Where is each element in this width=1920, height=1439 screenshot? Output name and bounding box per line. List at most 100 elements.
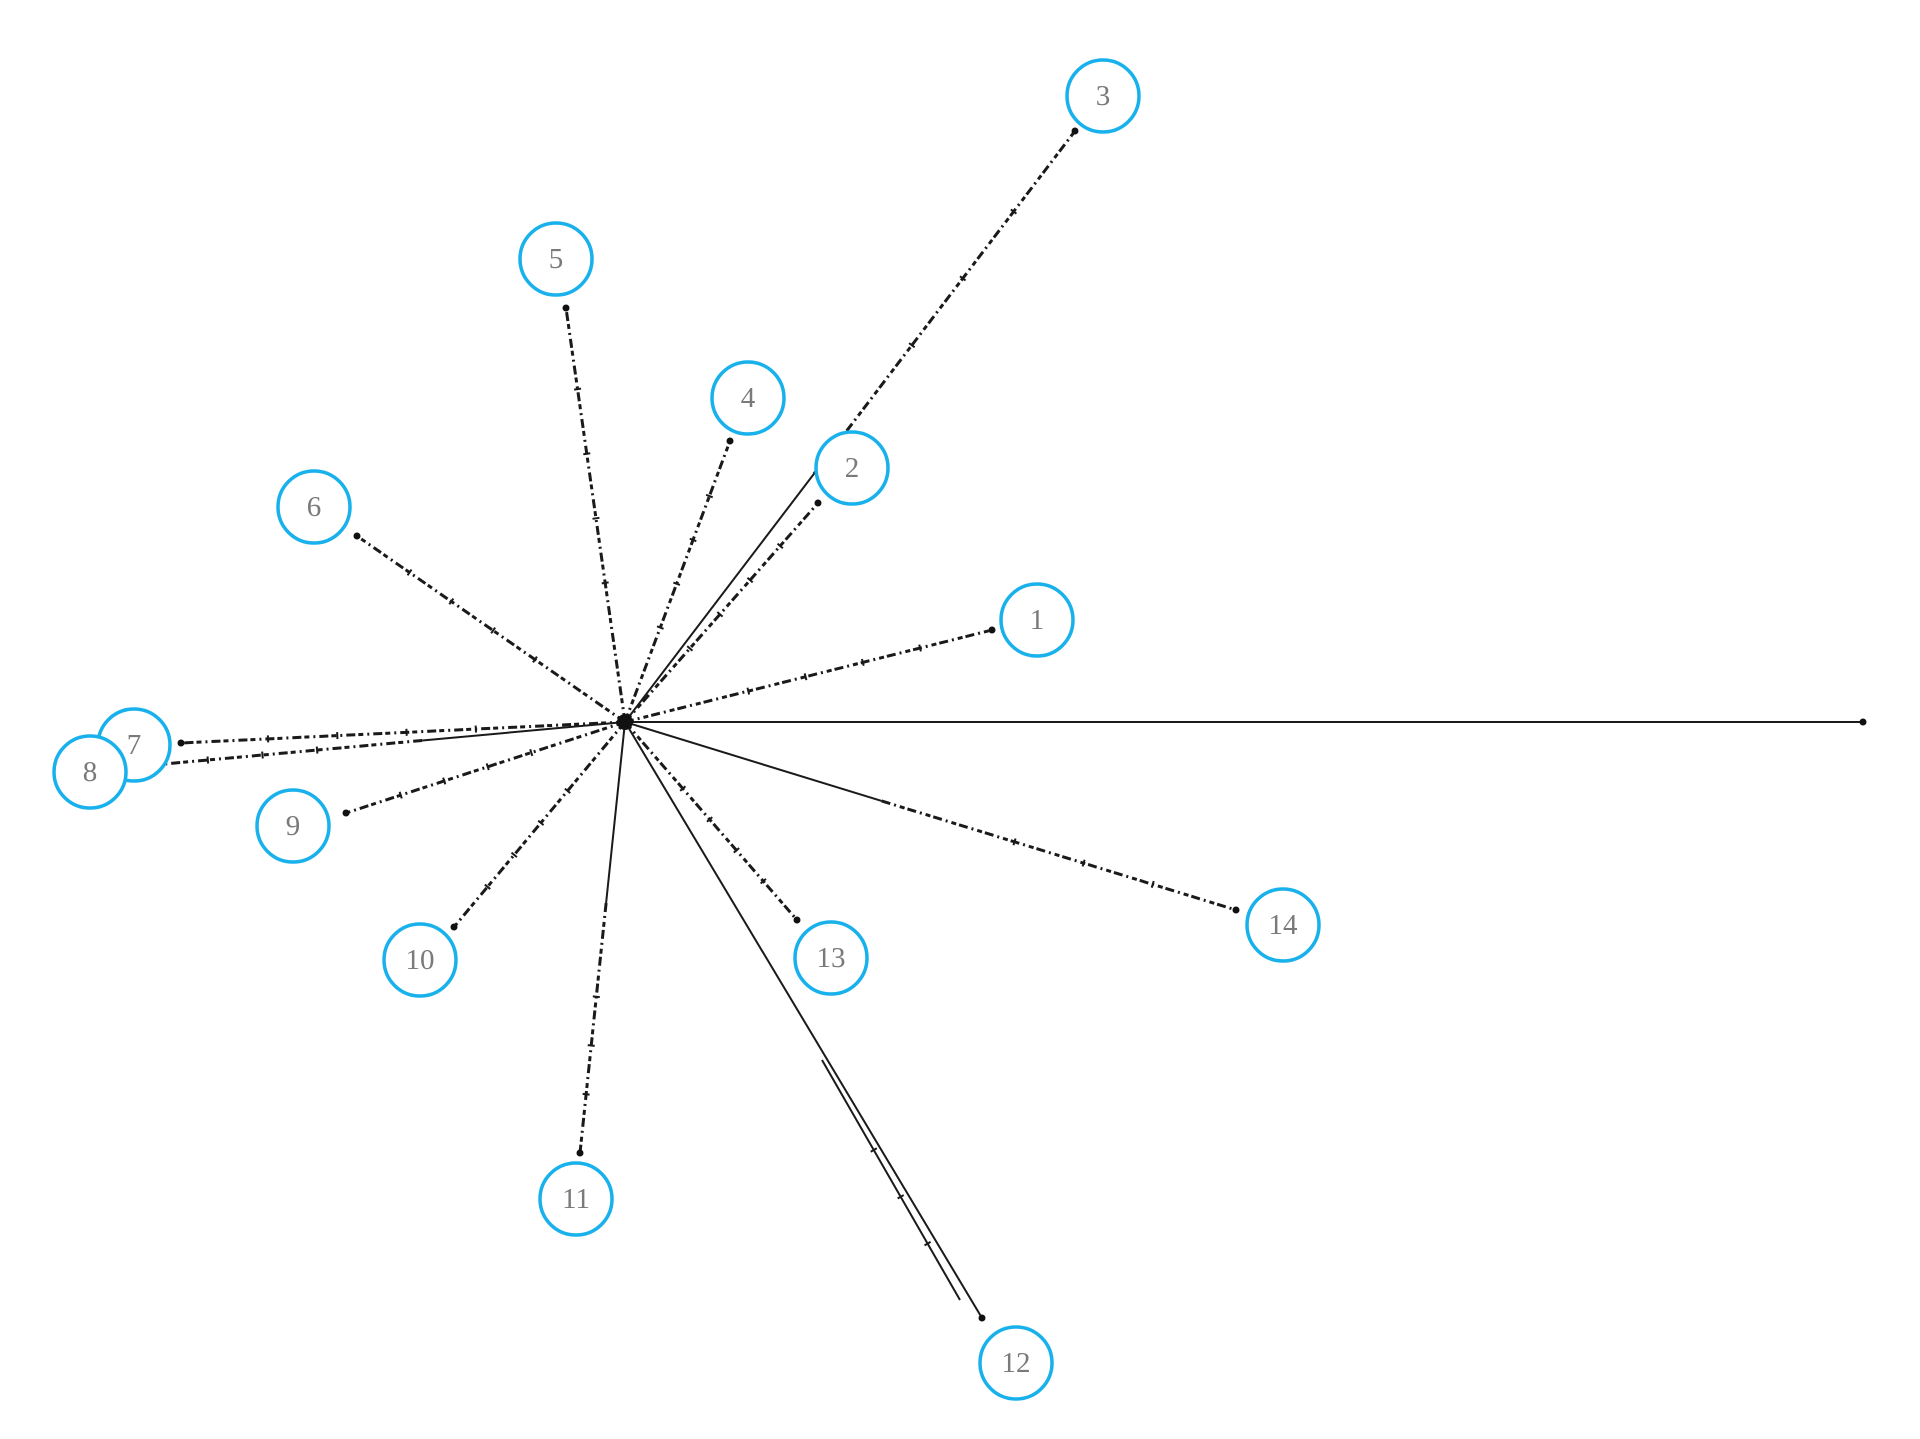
branch-to-node-11-tick <box>587 1044 595 1047</box>
node-8: 8 <box>52 734 128 810</box>
branch-to-node-4-tick <box>689 537 697 543</box>
node-label: 6 <box>307 491 322 523</box>
node-circle <box>52 734 128 810</box>
branch-to-node-14-dashed <box>881 799 1237 912</box>
branch-to-node-8-solid <box>422 721 626 742</box>
branch-to-node-9 <box>345 720 626 815</box>
long-east-branch-endpoint <box>1859 718 1867 726</box>
node-circle <box>814 430 890 506</box>
node-5: 5 <box>518 221 594 297</box>
node-circle <box>793 920 869 996</box>
node-label: 10 <box>406 944 435 976</box>
branch-to-node-1-tick <box>918 644 922 652</box>
branch-to-node-1-tick <box>746 687 751 695</box>
branch-to-node-14-tick <box>1012 838 1017 846</box>
branch-to-node-1-endpoint <box>988 626 996 634</box>
branch-to-node-12-main <box>624 721 983 1319</box>
branch-to-node-11-solid <box>605 721 626 904</box>
branch-to-node-3-tick <box>959 275 967 282</box>
branch-to-node-1 <box>624 628 993 724</box>
branch-to-node-13-tick <box>706 816 713 823</box>
node-circle <box>255 788 331 864</box>
node-circle <box>382 922 458 998</box>
branch-lines <box>138 127 1867 1322</box>
branch-to-node-3-solid <box>624 473 815 723</box>
branch-to-node-9-tick <box>529 748 534 757</box>
branch-to-node-5 <box>564 307 627 723</box>
node-label: 9 <box>286 810 301 842</box>
node-2: 2 <box>814 430 890 506</box>
node-1: 1 <box>999 582 1075 658</box>
node-label: 3 <box>1096 80 1111 112</box>
node-circle <box>710 360 786 436</box>
node-label: 11 <box>562 1183 590 1215</box>
branch-to-node-12-tick <box>897 1194 905 1200</box>
branch-to-node-8-dashed <box>141 738 423 768</box>
branch-to-node-9-tick <box>485 763 490 771</box>
node-circle <box>978 1325 1054 1401</box>
node-12: 12 <box>978 1325 1054 1401</box>
branch-to-node-3-tick <box>908 342 916 349</box>
node-14: 14 <box>1245 887 1321 963</box>
branch-to-node-8-tick <box>206 756 210 764</box>
branch-to-node-10-tick <box>484 883 491 890</box>
branch-to-node-13 <box>623 721 799 921</box>
node-label: 8 <box>83 756 98 788</box>
node-13: 13 <box>793 920 869 996</box>
node-label: 1 <box>1030 604 1045 636</box>
branch-to-node-4 <box>623 440 732 723</box>
branch-to-node-2-endpoint <box>814 499 822 507</box>
branch-to-node-7 <box>180 720 626 745</box>
branch-to-node-4-tick <box>656 625 664 630</box>
node-circle <box>1245 887 1321 963</box>
branch-to-node-7-endpoint <box>177 739 185 747</box>
node-circle <box>518 221 594 297</box>
node-3: 3 <box>1065 58 1141 134</box>
branch-to-node-6 <box>356 534 626 724</box>
branch-to-node-5-tick <box>592 516 600 520</box>
branch-to-node-1-tick <box>803 673 808 681</box>
branch-to-node-5-tick <box>601 581 609 585</box>
branch-to-node-14-tick <box>1150 880 1155 889</box>
branch-to-node-4-tick <box>673 581 681 586</box>
branch-to-node-9-tick <box>442 777 447 785</box>
branch-to-node-3-dashed <box>812 130 1077 475</box>
node-label: 5 <box>549 243 564 275</box>
node-circle <box>999 582 1075 658</box>
branch-to-node-5-endpoint <box>562 304 570 312</box>
node-circle <box>1065 58 1141 134</box>
branch-to-node-13-endpoint <box>793 916 801 924</box>
branch-to-node-3-tick <box>1010 208 1018 215</box>
branch-to-node-13-tick <box>759 878 767 885</box>
branch-to-node-11-endpoint <box>576 1149 584 1157</box>
node-6: 6 <box>276 469 352 545</box>
node-label: 2 <box>845 452 860 484</box>
node-9: 9 <box>255 788 331 864</box>
branch-to-node-14-tick <box>1081 859 1086 867</box>
branch-to-node-6-tick <box>490 627 496 634</box>
node-label: 7 <box>127 729 142 761</box>
branch-to-node-2-tick <box>746 577 754 584</box>
node-circle <box>276 469 352 545</box>
branch-to-node-5-tick <box>573 387 582 391</box>
branch-to-node-12-endpoint <box>978 1314 986 1322</box>
branch-to-node-14-solid <box>624 721 882 802</box>
branch-to-node-3-endpoint <box>1071 127 1079 135</box>
branch-to-node-13-tick <box>733 847 740 854</box>
branch-to-node-12-tick <box>924 1240 932 1247</box>
branch-to-node-8-tick <box>315 746 319 754</box>
branch-to-node-10-tick <box>537 819 545 826</box>
node-label: 13 <box>817 942 846 974</box>
node-label: 12 <box>1002 1347 1031 1379</box>
node-4: 4 <box>710 360 786 436</box>
hub-layer <box>617 714 633 730</box>
branch-to-node-5-tick <box>583 452 591 456</box>
branch-to-node-6-tick <box>532 656 538 663</box>
branch-to-node-6-endpoint <box>353 532 361 540</box>
branch-to-node-12-secondary <box>821 1059 961 1301</box>
branch-to-node-6-tick <box>448 598 455 605</box>
central-hub <box>617 714 633 730</box>
node-11: 11 <box>538 1161 614 1237</box>
branch-to-node-10-tick <box>564 787 571 794</box>
